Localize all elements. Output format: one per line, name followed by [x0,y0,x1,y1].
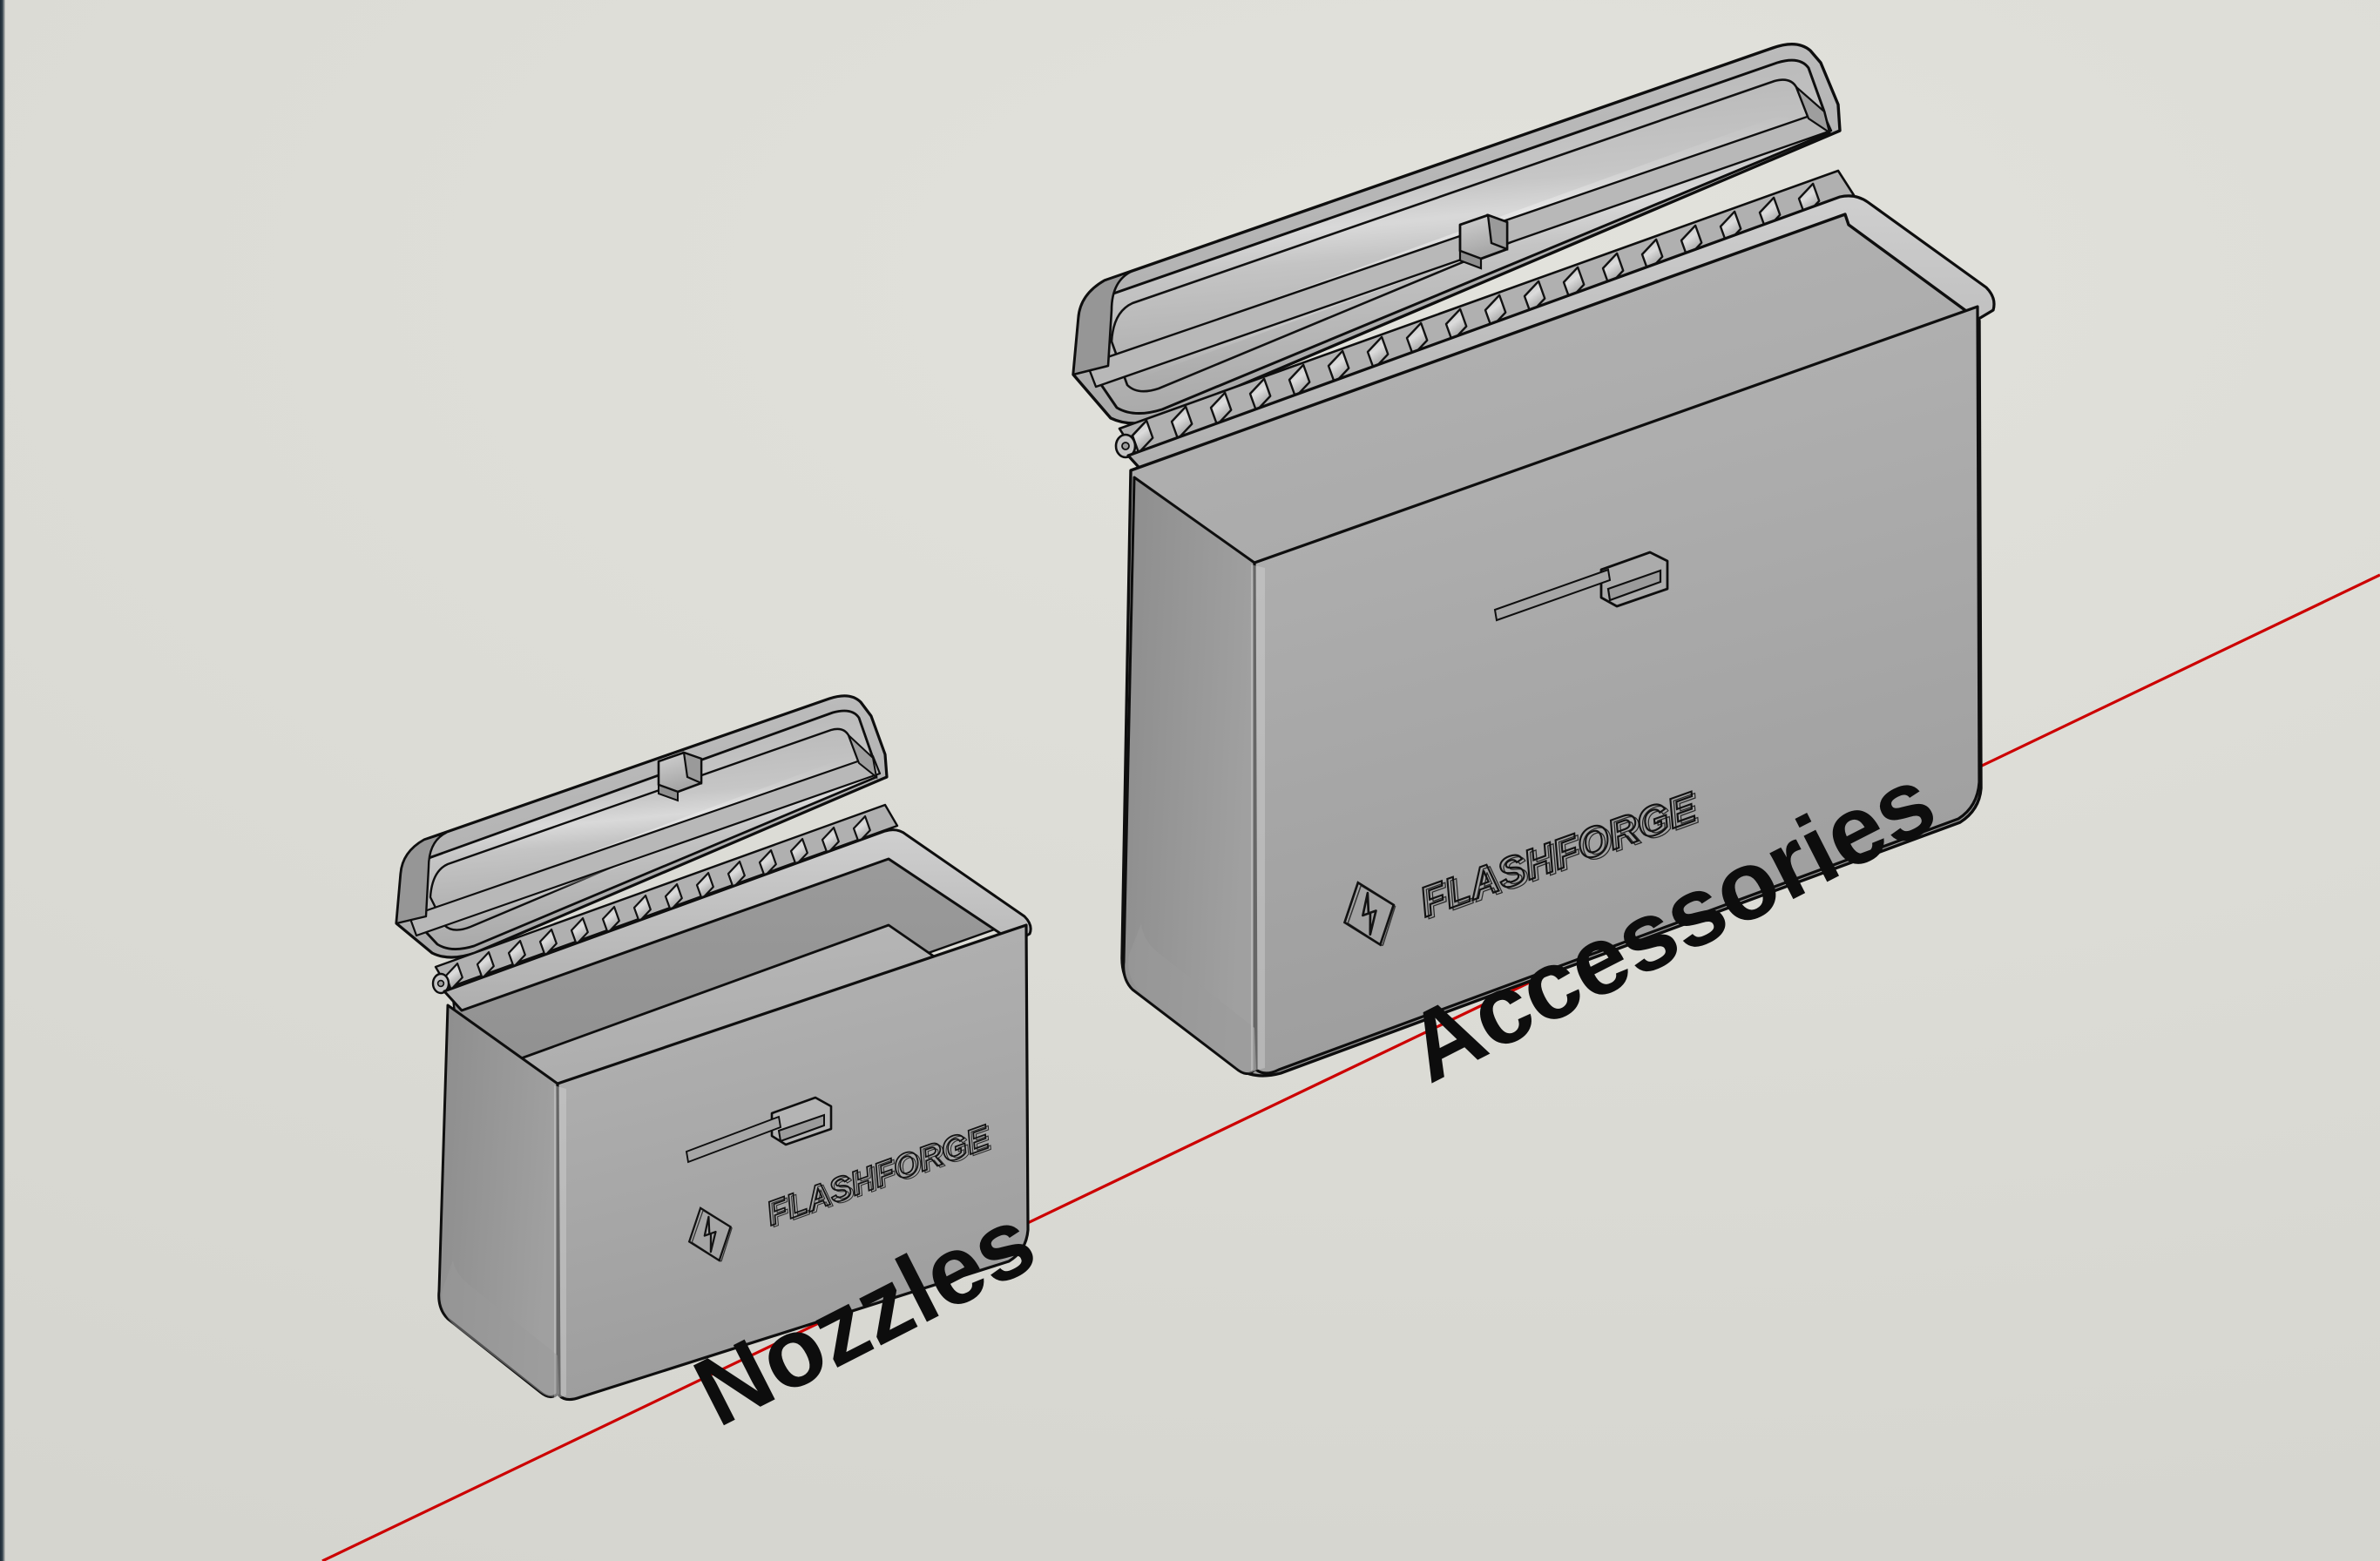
accessory-box-lid[interactable] [1072,43,1842,425]
nozzle-box-lid-latch-tab[interactable] [657,751,703,802]
nozzle-box[interactable] [395,694,1032,1402]
accessory-box-latch-catch[interactable] [1493,551,1669,622]
axis-line-red [321,573,2380,1561]
nozzle-box-latch-catch[interactable] [685,1096,833,1164]
viewport-left-gutter [0,0,5,1561]
accessory-box-lid-latch-tab[interactable] [1458,213,1509,270]
nozzle-box-hinge [431,803,899,995]
nozzle-box-lid[interactable] [395,694,889,959]
accessory-box-body[interactable] [1120,194,1996,1078]
nozzle-box-body[interactable] [437,828,1032,1402]
accessory-box[interactable] [1072,43,1996,1078]
